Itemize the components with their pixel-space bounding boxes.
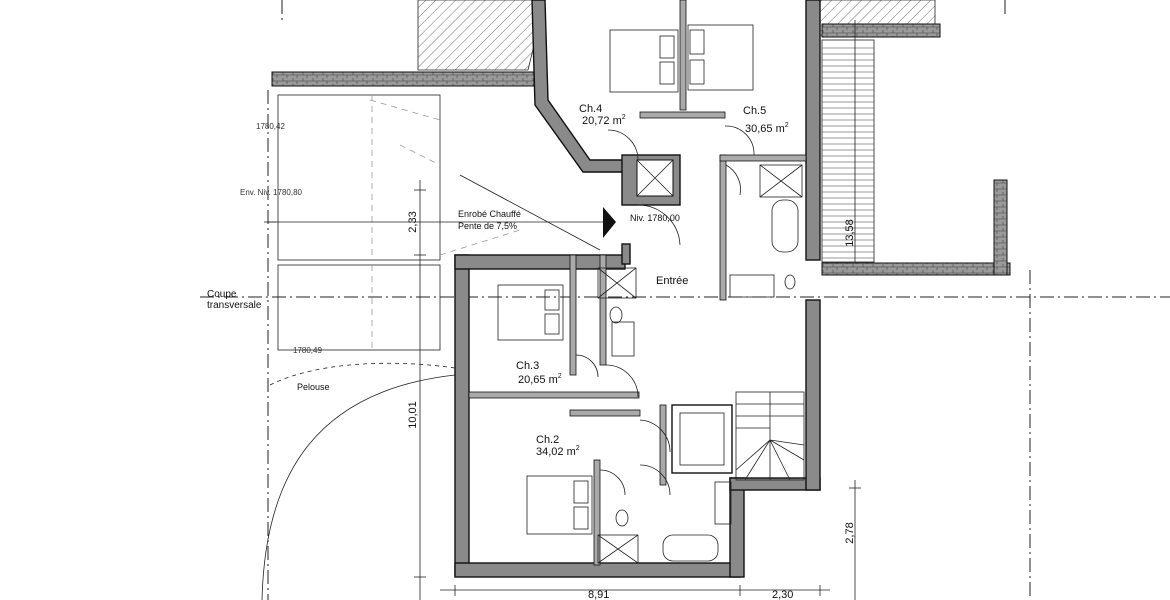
lawn-outline — [261, 362, 456, 600]
beds — [497, 24, 754, 535]
bathrooms — [597, 164, 803, 564]
driveway-arrow — [264, 207, 616, 238]
dim-2-30: 2,30 — [772, 589, 793, 600]
enrobe-label: Enrobé Chauffé — [458, 209, 521, 219]
coupe-label: Coupe — [207, 289, 237, 300]
pente-label: Pente de 7,5% — [458, 221, 517, 231]
parking-area — [277, 94, 601, 351]
niveau-entree: Niv. 1780,00 — [630, 213, 680, 223]
env-niveau: Env. Niv. 1780,80 — [240, 188, 303, 197]
room-ch3-name: Ch.3 — [516, 360, 539, 372]
dim-13-58: 13,58 — [844, 219, 856, 247]
retaining-walls — [271, 23, 1011, 276]
level-bottom: 1780,49 — [293, 346, 322, 355]
room-entree-name: Entrée — [656, 275, 688, 287]
axis-lines — [200, 0, 1170, 600]
room-ch3-area: 20,65 m2 — [518, 373, 562, 386]
exterior-stair — [821, 39, 875, 263]
elevator — [671, 404, 733, 474]
room-ch5-name: Ch.5 — [743, 105, 766, 117]
room-ch5-area: 30,65 m2 — [745, 122, 789, 135]
coupe-label-2: transversale — [207, 300, 262, 311]
dimension-lines — [414, 20, 861, 600]
pelouse-label: Pelouse — [297, 382, 330, 392]
room-ch4-name: Ch.4 — [579, 103, 602, 115]
dim-8-91: 8,91 — [588, 589, 609, 600]
interior-walls — [468, 0, 807, 566]
door-swings — [575, 125, 755, 496]
level-top: 1780,42 — [256, 122, 285, 131]
dim-10-01: 10,01 — [407, 401, 419, 429]
room-ch4-area: 20,72 m2 — [582, 114, 626, 127]
room-ch2-area: 34,02 m2 — [536, 445, 580, 458]
dim-2-33: 2,33 — [407, 211, 419, 232]
interior-stair — [735, 391, 805, 481]
room-ch2-name: Ch.2 — [536, 434, 559, 446]
exterior-walls — [454, 0, 821, 578]
dim-2-78: 2,78 — [844, 522, 856, 543]
